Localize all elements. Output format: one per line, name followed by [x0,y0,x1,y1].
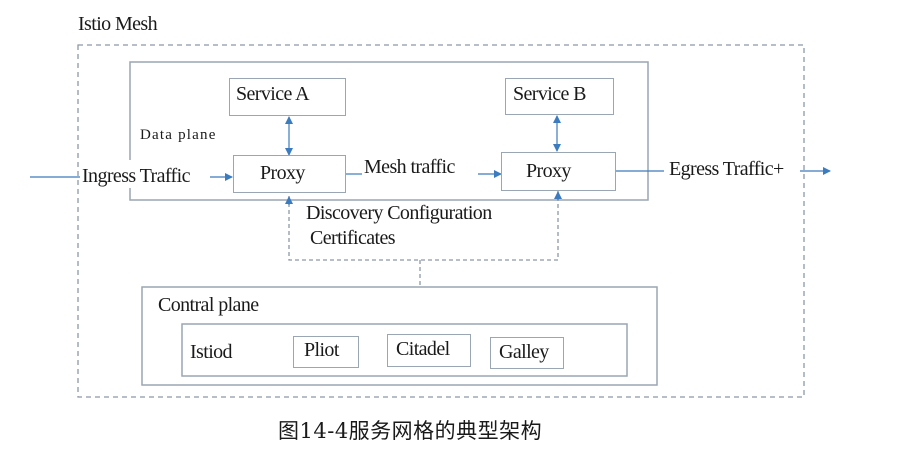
discovery-line1: Discovery Configuration [306,202,492,224]
mesh-traffic-label: Mesh traffic [364,156,455,178]
egress-label: Egress Traffic+ [669,158,784,180]
istiod-boundary [181,323,628,377]
data-plane-boundary [129,61,649,201]
proxy-b-label: Proxy [526,160,571,182]
ingress-label: Ingress Traffic [82,165,190,187]
service-b-label: Service B [513,83,587,105]
citadel-label: Citadel [396,338,450,360]
service-a-label: Service A [236,83,310,105]
istiod-label: Istiod [190,341,233,363]
citadel-box [387,334,471,367]
discovery-line2: Certificates [310,227,396,249]
discovery-boundary [288,191,559,261]
control-plane-boundary [141,286,658,386]
data-plane-label: Data plane [140,127,217,143]
figure-caption: 图14-4服务网格的典型架构 [278,419,543,443]
control-plane-label: Contral plane [158,294,259,316]
mesh-boundary [77,44,805,398]
proxy-b-box [501,152,616,191]
proxy-a-label: Proxy [260,162,305,184]
pilot-box [293,336,359,368]
mesh-title: Istio Mesh [78,13,158,35]
pilot-label: Pliot [304,339,339,361]
galley-box [490,337,564,369]
service-b-box [505,78,614,115]
proxy-a-box [233,155,346,193]
galley-label: Galley [499,341,549,363]
service-a-box [229,78,346,116]
